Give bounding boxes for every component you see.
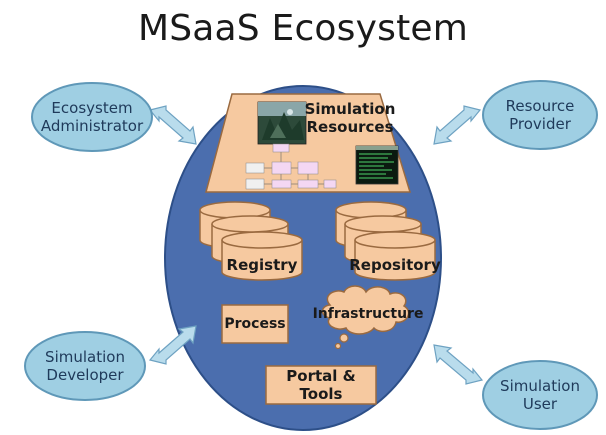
- simulation-resources-label: Simulation Resources: [304, 100, 396, 136]
- diagram-title: MSaaS Ecosystem: [137, 8, 469, 49]
- actor-simulation-developer-shape: [24, 331, 146, 401]
- mini-box: [297, 179, 319, 189]
- terminal-screenshot: [355, 145, 399, 185]
- infrastructure-cloud: [321, 285, 410, 350]
- registry-cylinders: [199, 201, 303, 281]
- mini-box: [272, 143, 290, 153]
- actor-resource-provider-shape: [482, 80, 598, 150]
- arrow-user: [433, 344, 484, 385]
- portal-tools-box: [265, 365, 377, 405]
- mini-box: [245, 162, 265, 174]
- arrow-developer: [148, 325, 197, 365]
- mini-box: [271, 161, 292, 175]
- mini-box: [245, 178, 265, 190]
- arrow-admin: [148, 105, 197, 145]
- arrow-provider: [433, 105, 482, 145]
- mini-box: [271, 179, 292, 189]
- actor-simulation-user-shape: [482, 360, 598, 430]
- repository-cylinders: [335, 201, 436, 281]
- actor-ecosystem-administrator-shape: [31, 82, 153, 152]
- simulation-image-thumbnail: [257, 101, 307, 145]
- mini-architecture-diagram: [245, 143, 337, 190]
- mini-box: [323, 179, 337, 189]
- mini-box: [297, 161, 319, 175]
- process-box: [221, 304, 289, 344]
